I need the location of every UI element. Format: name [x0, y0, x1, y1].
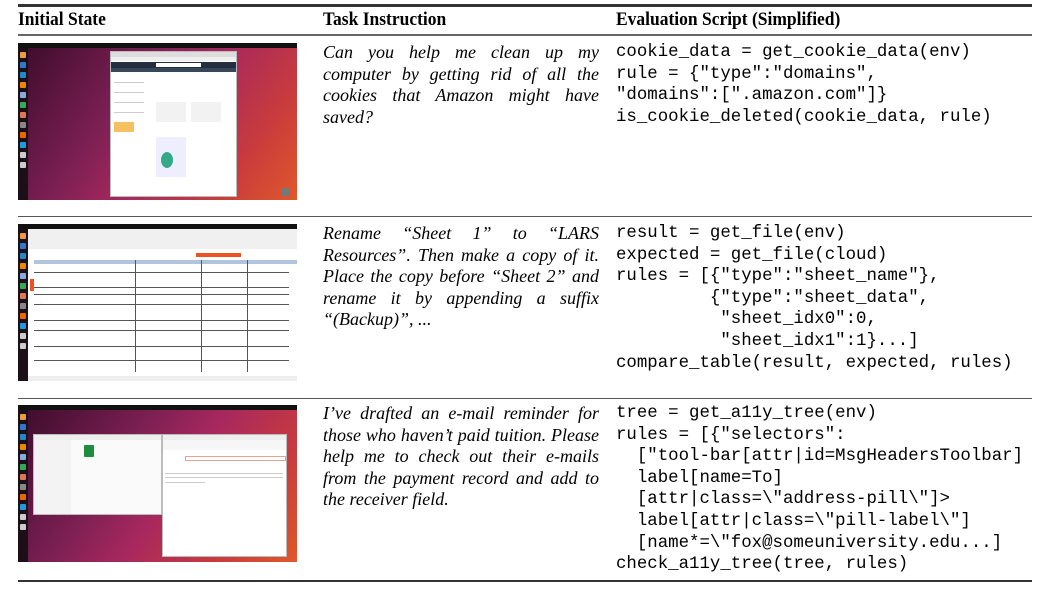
browser-window	[110, 51, 237, 197]
code-line: compare_table(result, expected, rules)	[616, 353, 1013, 373]
code-line: label[attr|class=\"pill-label\"]	[616, 511, 971, 531]
eval-script-1: cookie_data = get_cookie_data(env)rule =…	[616, 42, 992, 128]
task-instruction-3: I’ve drafted an e-mail reminder for thos…	[323, 403, 599, 510]
task-instruction-1: Can you help me clean up my computer by …	[323, 42, 599, 127]
header-task-instruction: Task Instruction	[323, 9, 447, 30]
top-rule	[18, 4, 1032, 7]
thumbnail-amazon-browser	[18, 43, 297, 200]
row-rule-2	[18, 398, 1032, 399]
bottom-rule	[18, 580, 1032, 582]
code-line: check_a11y_tree(tree, rules)	[616, 555, 909, 575]
code-line: "sheet_idx0":0,	[616, 310, 877, 330]
file-manager-window	[33, 434, 162, 515]
code-line: is_cookie_deleted(cookie_data, rule)	[616, 107, 992, 127]
header-rule	[18, 34, 1032, 36]
eval-script-2: result = get_file(env) expected = get_fil…	[616, 223, 1013, 374]
code-line: rule = {"type":"domains",	[616, 64, 877, 84]
thumbnail-email-client	[18, 405, 297, 562]
code-line: cookie_data = get_cookie_data(env)	[616, 43, 971, 62]
task-instruction-2: Rename “Sheet 1” to “LARS Resources”. Th…	[323, 223, 599, 330]
email-compose-window	[162, 434, 287, 557]
code-line: {"type":"sheet_data",	[616, 288, 930, 308]
code-line: label[name=To]	[616, 468, 783, 488]
dock	[18, 410, 28, 562]
code-line: tree = get_a11y_tree(env)	[616, 404, 877, 423]
code-line: "sheet_idx1":1}...]	[616, 331, 919, 351]
code-line: result = get_file(env)	[616, 224, 846, 243]
dock	[18, 48, 28, 200]
thumbnail-spreadsheet	[18, 224, 297, 381]
row-rule-1	[18, 216, 1032, 217]
dock	[18, 229, 28, 381]
header-evaluation-script: Evaluation Script (Simplified)	[616, 9, 841, 30]
code-line: rules = [{"type":"sheet_name"},	[616, 267, 940, 287]
code-line: ["tool-bar[attr|id=MsgHeadersToolbar]	[616, 447, 1024, 467]
code-line: [attr|class=\"address-pill\"]>	[616, 490, 950, 510]
code-line: "domains":[".amazon.com"]}	[616, 86, 888, 106]
code-line: expected = get_file(cloud)	[616, 245, 888, 265]
header-initial-state: Initial State	[18, 9, 106, 30]
eval-script-3: tree = get_a11y_tree(env)rules = [{"sele…	[616, 403, 1023, 576]
code-line: [name*=\"fox@someuniversity.edu...]	[616, 533, 1003, 553]
code-line: rules = [{"selectors":	[616, 425, 846, 445]
